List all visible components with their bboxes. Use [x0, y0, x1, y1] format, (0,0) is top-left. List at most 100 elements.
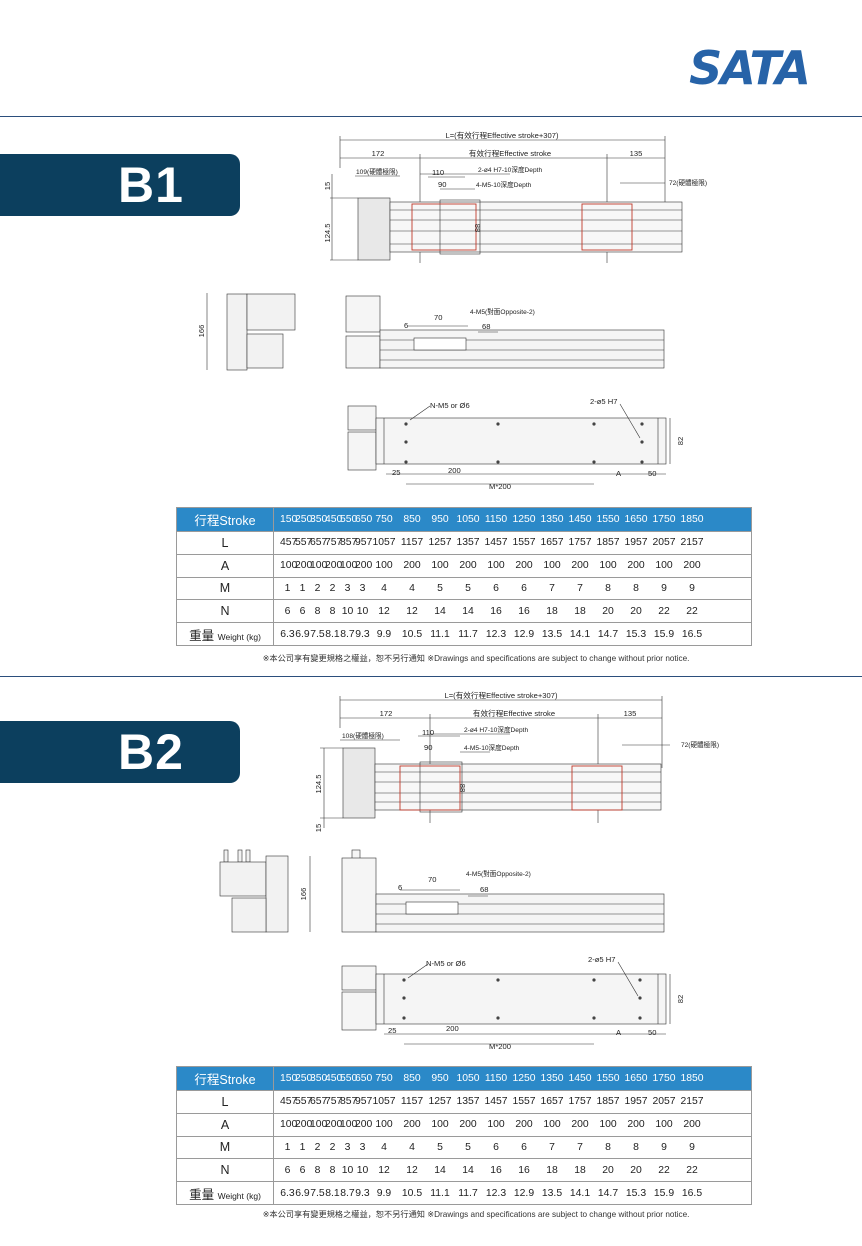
- table-cell: 9.9: [376, 1187, 392, 1199]
- table-cell: 18: [546, 605, 558, 617]
- dim-m200: M*200: [489, 482, 511, 491]
- table-cell: 9: [661, 1141, 667, 1153]
- table-cell: 200: [295, 1119, 313, 1131]
- dim-holes-depth: 2-ø4 H7-10深度Depth: [478, 165, 542, 174]
- table-cell: 1457: [484, 537, 508, 549]
- table-cell: 3: [344, 582, 351, 594]
- dim-70: 70: [428, 875, 436, 884]
- table-cell: 850: [403, 514, 421, 525]
- dim-m5-opposite: 4-M5(對面Opposite-2): [470, 307, 535, 316]
- weight-label: 重量: [189, 628, 215, 643]
- table-cell: 1650: [624, 514, 648, 525]
- dim-82: 82: [676, 437, 685, 445]
- table-cell: 4: [381, 582, 387, 594]
- table-cell: 1657: [540, 1096, 564, 1108]
- table-cell: 1850: [680, 1073, 704, 1084]
- table-cell: 200: [295, 560, 313, 572]
- sata-logo-text: SATA: [689, 42, 809, 88]
- dim-limit-right: 72(硬體極限): [681, 740, 719, 749]
- table-cell: 6.9: [295, 1187, 310, 1199]
- table-cell: 16: [518, 605, 530, 617]
- b1-top-view-drawing: L=(有效行程Effective stroke+307) 172 有效行程Eff…: [323, 130, 707, 263]
- dim-2-ø5: 2-ø5 H7: [588, 955, 615, 964]
- table-cell: 7: [577, 582, 583, 594]
- table-cell: 16: [490, 605, 502, 617]
- table-cell: 1350: [540, 514, 564, 525]
- table-cell: 22: [658, 1164, 670, 1176]
- table-cell: 9.3: [355, 1187, 370, 1199]
- weight-label: 重量: [189, 1187, 215, 1202]
- table-cell: 22: [658, 605, 670, 617]
- table-cell: 8.1: [325, 628, 340, 640]
- table-cell: 100: [487, 1119, 505, 1131]
- table-cell: 8: [314, 605, 321, 617]
- table-cell: 1657: [540, 537, 564, 549]
- table-cell: 200: [459, 1119, 477, 1131]
- table-cell: 2057: [652, 1096, 676, 1108]
- table-cell: 1957: [624, 1096, 648, 1108]
- row-label: A: [176, 1112, 274, 1137]
- table-cell: 10.5: [401, 1187, 423, 1199]
- row-label: M: [176, 576, 274, 601]
- table-cell: 450: [325, 514, 343, 525]
- dim-m5-depth: 4-M5-10深度Depth: [464, 743, 520, 752]
- table-cell: 1450: [568, 1073, 592, 1084]
- table-cell: 100: [543, 1119, 561, 1131]
- table-cell: 1157: [400, 1096, 424, 1108]
- table-cell: 350: [310, 1073, 328, 1084]
- table-cell: 6.3: [280, 1187, 295, 1199]
- dim-110: 110: [422, 728, 434, 737]
- table-cell: 16.5: [681, 628, 703, 640]
- table-cell: 14.7: [597, 628, 619, 640]
- table-cell: 7.5: [310, 1187, 325, 1199]
- table-cell: 450: [325, 1073, 343, 1084]
- table-cell: 13.5: [541, 628, 563, 640]
- table-cell: 20: [602, 1164, 614, 1176]
- table-cell: 12: [406, 605, 418, 617]
- table-cell: 7: [549, 582, 555, 594]
- dim-172: 172: [372, 149, 385, 158]
- table-cell: 16: [490, 1164, 502, 1176]
- table-cell: 650: [355, 1073, 373, 1084]
- table-cell: 1557: [512, 1096, 536, 1108]
- dim-15: 15: [314, 824, 323, 832]
- dim-124-5: 124.5: [314, 774, 323, 793]
- table-cell: 1: [299, 1141, 306, 1153]
- table-cell: 10: [341, 605, 354, 617]
- table-cell: 100: [340, 1119, 358, 1131]
- dim-m5-opposite: 4-M5(對面Opposite-2): [466, 869, 531, 878]
- section-title: B1: [118, 157, 184, 213]
- table-cell: 8.7: [340, 628, 355, 640]
- table-cell: 150: [280, 1073, 298, 1084]
- b1-side-view-drawing: 166: [197, 293, 296, 371]
- table-cell: 1: [299, 582, 306, 594]
- table-cell: 1: [284, 582, 291, 594]
- table-cell: 100: [375, 1119, 393, 1131]
- table-cell: 12: [406, 1164, 418, 1176]
- table-cell: 100: [655, 1119, 673, 1131]
- table-cell: 457: [280, 1096, 298, 1108]
- table-cell: 200: [627, 560, 645, 572]
- table-cell: 1057: [372, 1096, 396, 1108]
- dim-n-m5: N-M5 or Ø6: [430, 401, 470, 410]
- table-cell: 1957: [624, 537, 648, 549]
- table-cell: 8: [633, 582, 639, 594]
- table-cell: 100: [280, 560, 298, 572]
- table-cell: 20: [602, 605, 614, 617]
- dim-a: A: [616, 1028, 622, 1037]
- table-cell: 200: [355, 1119, 373, 1131]
- table-cell: 3: [344, 1141, 351, 1153]
- weight-unit: Weight (kg): [217, 631, 261, 642]
- table-cell: 14: [462, 605, 474, 617]
- dim-82: 82: [676, 995, 685, 1003]
- table-cell: 857: [340, 1096, 358, 1108]
- row-label: N: [176, 1158, 274, 1183]
- table-cell: 5: [465, 1141, 471, 1153]
- table-cell: 757: [325, 1096, 343, 1108]
- section-tab-b2: B2: [0, 721, 240, 783]
